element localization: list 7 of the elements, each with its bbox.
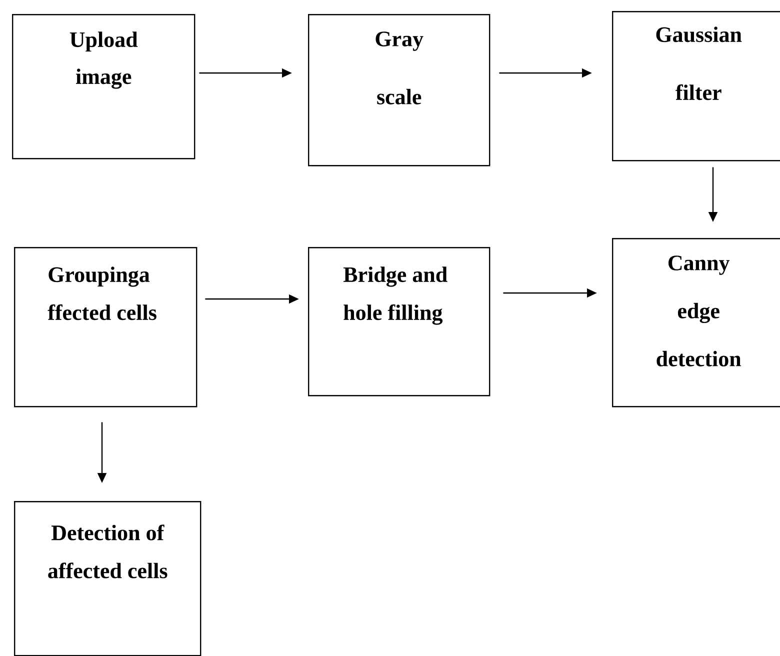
process-box: Groupinga ffected cells — [14, 247, 198, 408]
process-box: Detection of affected cells — [14, 501, 202, 656]
process-box: Upload image — [12, 14, 196, 160]
process-box: Gray scale — [308, 14, 490, 166]
process-box: Canny edge detection — [612, 238, 780, 408]
process-box: Gaussian filter — [612, 11, 780, 162]
process-box: Bridge and hole filling — [308, 247, 490, 396]
